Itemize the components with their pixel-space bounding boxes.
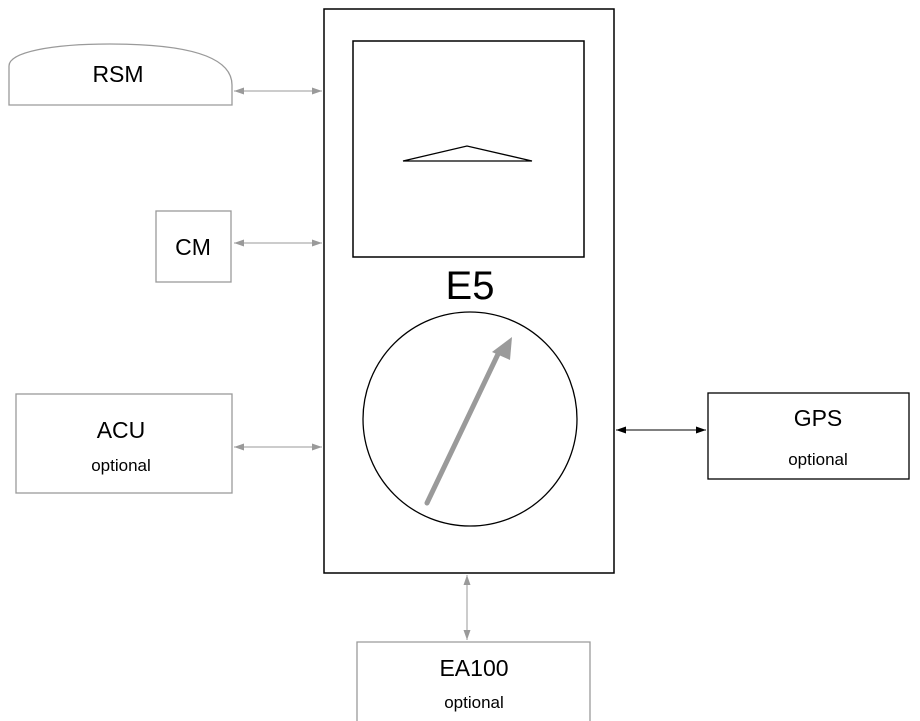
acu-note: optional (91, 456, 151, 475)
compass-dial (362, 311, 578, 527)
acu-block: ACU optional (15, 393, 233, 494)
cm-block: CM (155, 210, 232, 283)
acu-box (15, 393, 233, 494)
compass-needle-head (492, 337, 512, 360)
compass-needle (424, 349, 502, 506)
gps-box (707, 392, 910, 480)
e5-label: E5 (446, 264, 495, 308)
cm-label: CM (175, 234, 211, 260)
ea100-box (356, 641, 591, 721)
ea100-note: optional (444, 693, 504, 712)
rsm-label: RSM (92, 61, 143, 87)
gps-note: optional (788, 450, 848, 469)
gps-label: GPS (794, 405, 843, 431)
screen-aircraft-symbol (402, 145, 533, 162)
rsm-shape (8, 43, 233, 106)
ea100-block: EA100 optional (356, 641, 591, 721)
rsm-block: RSM (8, 43, 233, 106)
e5-unit: E5 (323, 8, 615, 574)
acu-label: ACU (97, 417, 146, 443)
gps-block: GPS optional (707, 392, 910, 480)
cm-box (155, 210, 232, 283)
ea100-label: EA100 (439, 655, 508, 681)
